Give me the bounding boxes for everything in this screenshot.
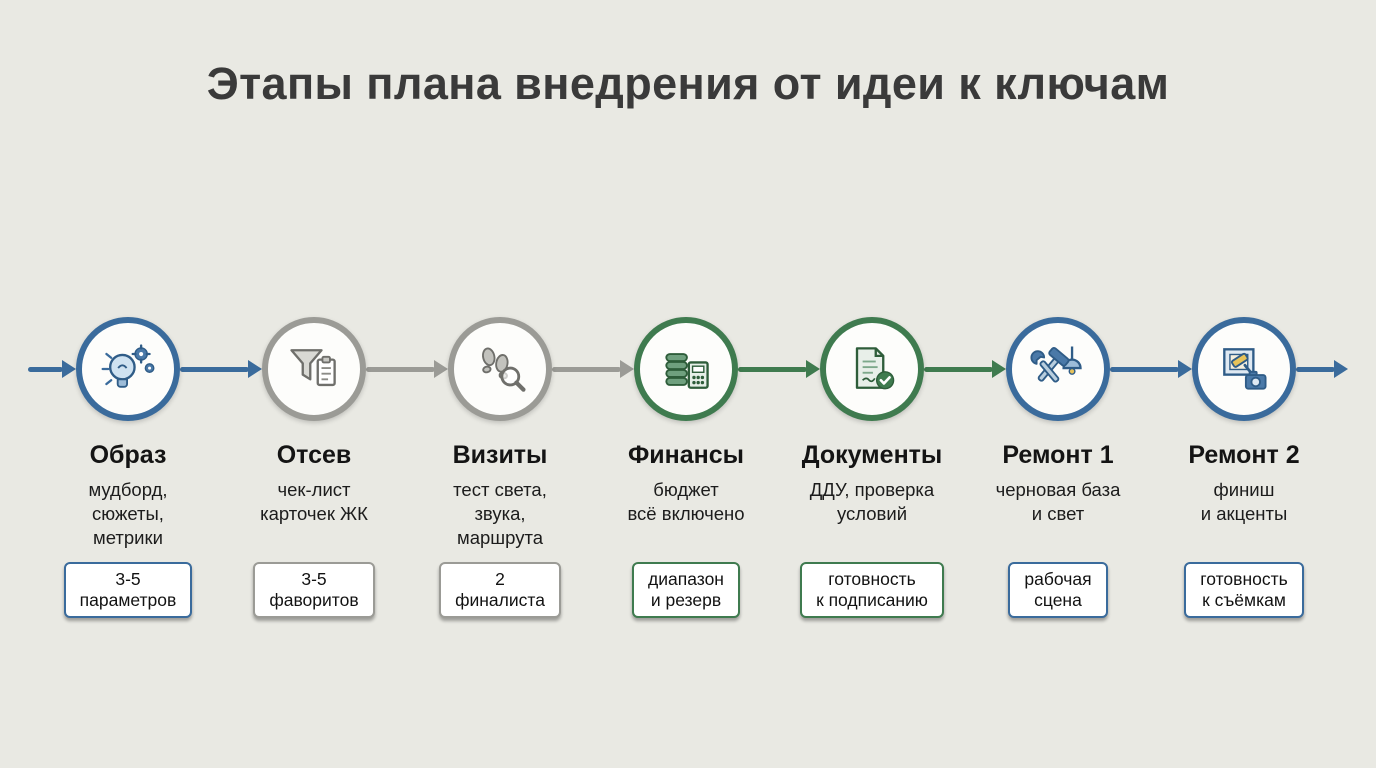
stage-circle <box>1192 317 1296 421</box>
stage-badge: 3-5 фаворитов <box>253 562 375 618</box>
stage-description: черновая база и свет <box>995 479 1121 525</box>
arrow-line <box>1296 366 1335 372</box>
timeline-arrow <box>1110 360 1192 378</box>
stage-name: Отсев <box>276 441 352 469</box>
stage-remont-2: Ремонт 2 финиш и акценты готовность к съ… <box>1151 317 1337 618</box>
coins-calculator-icon <box>656 339 716 399</box>
timeline-arrow <box>552 360 634 378</box>
arrow-head-icon <box>620 360 634 378</box>
arrow-line <box>28 366 63 372</box>
stage-name: Визиты <box>452 441 548 469</box>
arrow-head-icon <box>992 360 1006 378</box>
stage-circle <box>1006 317 1110 421</box>
stage-name: Документы <box>801 441 943 469</box>
stage-circle <box>820 317 924 421</box>
stage-description: финиш и акценты <box>1200 479 1288 525</box>
stage-badge: 3-5 параметров <box>63 562 193 618</box>
timeline-arrow <box>366 360 448 378</box>
arrow-line <box>552 366 621 372</box>
timeline-arrow <box>28 360 76 378</box>
stage-description: ДДУ, проверка условий <box>809 479 935 525</box>
stage-badge: готовность к подписанию <box>800 562 944 618</box>
stage-otsev: Отсев чек-лист карточек ЖК 3-5 фаворитов <box>221 317 407 618</box>
stages-row: Образ мудборд, сюжеты, метрики 3-5 парам… <box>35 317 1337 618</box>
document-check-icon <box>842 339 902 399</box>
stage-badge: готовность к съёмкам <box>1184 562 1304 618</box>
arrow-head-icon <box>62 360 76 378</box>
stage-name: Финансы <box>627 441 745 469</box>
stage-name: Ремонт 2 <box>1188 441 1300 469</box>
timeline-arrow <box>180 360 262 378</box>
stage-obraz: Образ мудборд, сюжеты, метрики 3-5 парам… <box>35 317 221 618</box>
stage-name: Ремонт 1 <box>1002 441 1114 469</box>
stage-circle <box>448 317 552 421</box>
stage-remont-1: Ремонт 1 черновая база и свет рабочая сц… <box>965 317 1151 618</box>
stage-vizity: Визиты тест света, звука, маршрута 2 фин… <box>407 317 593 618</box>
stage-finansy: Финансы бюджет всё включено диапазон и р… <box>593 317 779 618</box>
timeline-arrow <box>1296 360 1348 378</box>
stage-description: мудборд, сюжеты, метрики <box>88 479 168 549</box>
timeline-arrow <box>738 360 820 378</box>
arrow-head-icon <box>806 360 820 378</box>
page-title: Этапы плана внедрения от идеи к ключам <box>206 58 1170 109</box>
stage-description: тест света, звука, маршрута <box>453 479 547 549</box>
stage-description: бюджет всё включено <box>627 479 745 525</box>
stage-badge: 2 финалиста <box>439 562 561 618</box>
arrow-line <box>1110 366 1179 372</box>
stage-badge: рабочая сцена <box>1008 562 1108 618</box>
arrow-head-icon <box>434 360 448 378</box>
funnel-checklist-icon <box>284 339 344 399</box>
stage-dokumenty: Документы ДДУ, проверка условий готовнос… <box>779 317 965 618</box>
timeline-arrow <box>924 360 1006 378</box>
stage-description: чек-лист карточек ЖК <box>260 479 368 525</box>
stage-circle <box>76 317 180 421</box>
arrow-line <box>366 366 435 372</box>
footsteps-magnifier-icon <box>470 339 530 399</box>
arrow-line <box>924 366 993 372</box>
arrow-head-icon <box>1334 360 1348 378</box>
arrow-line <box>738 366 807 372</box>
stage-name: Образ <box>89 441 167 469</box>
stage-circle <box>262 317 366 421</box>
stage-badge: диапазон и резерв <box>632 562 740 618</box>
tools-lamp-icon <box>1028 339 1088 399</box>
lightbulb-gears-icon <box>98 339 158 399</box>
stage-circle <box>634 317 738 421</box>
arrow-head-icon <box>1178 360 1192 378</box>
arrow-line <box>180 366 249 372</box>
arrow-head-icon <box>248 360 262 378</box>
paintbrush-camera-icon <box>1214 339 1274 399</box>
